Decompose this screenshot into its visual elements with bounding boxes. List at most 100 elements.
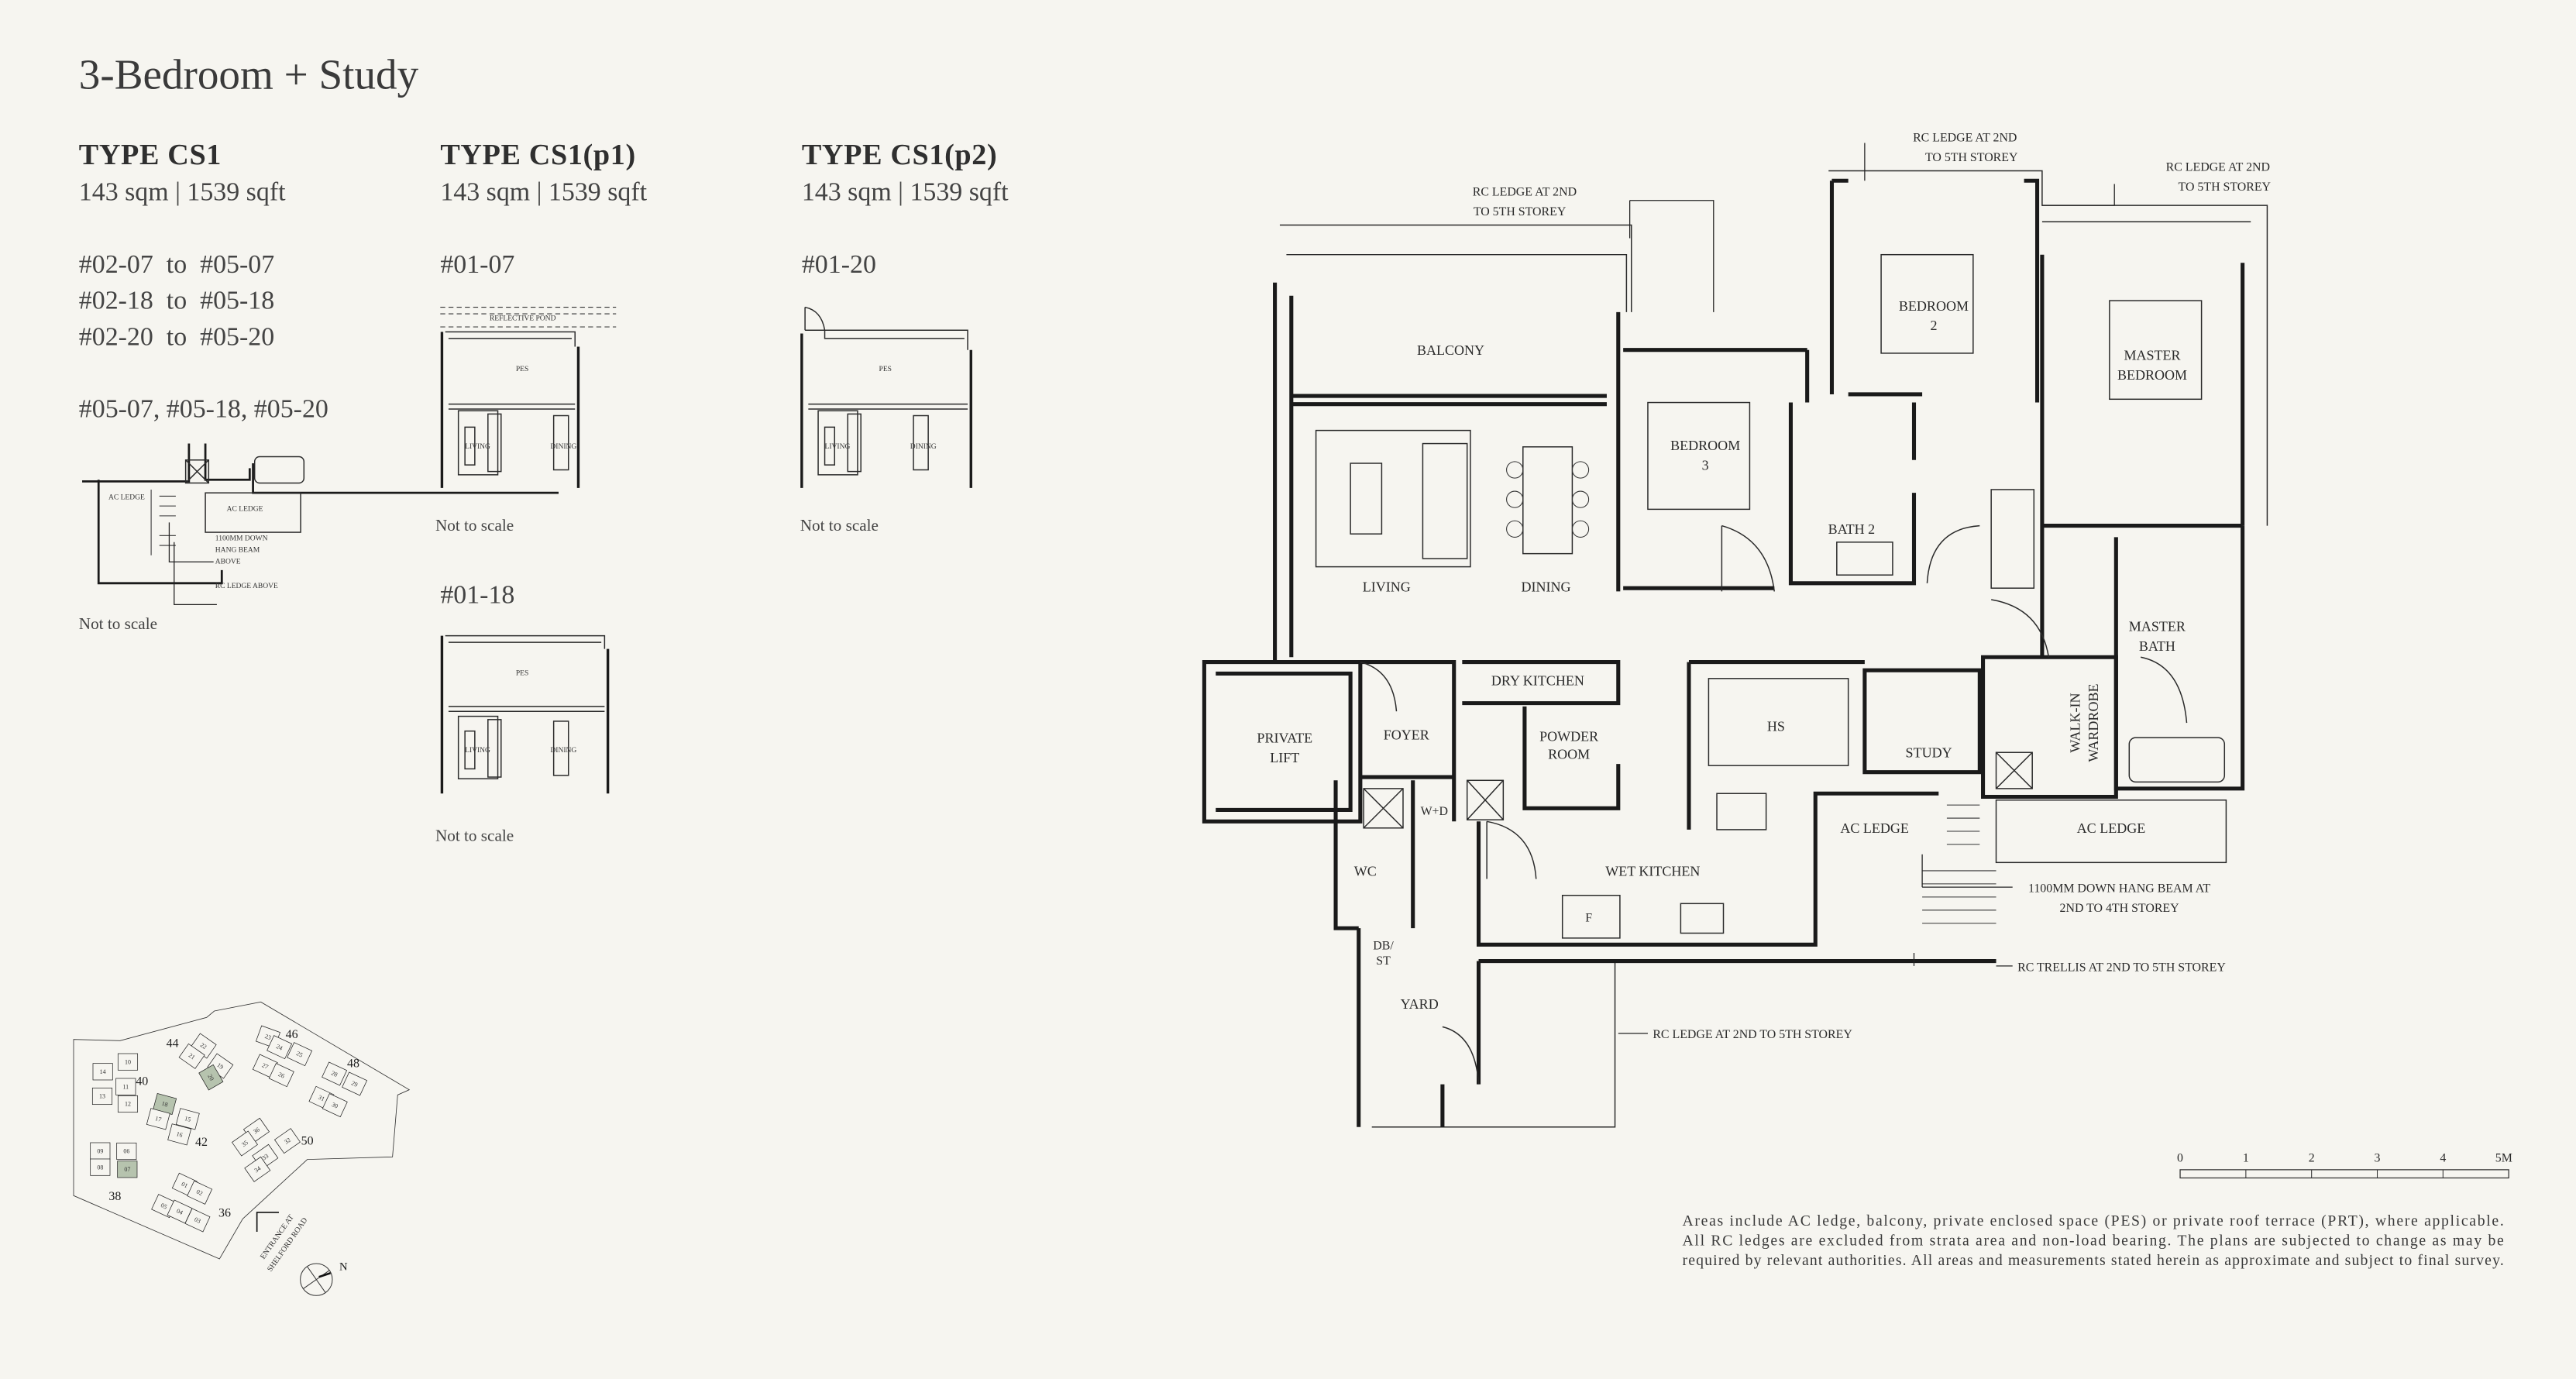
compass-icon	[300, 1263, 333, 1296]
unit-range: #02-07 to #05-07	[79, 250, 274, 279]
unit-number: 17	[154, 1115, 162, 1123]
label-beam: 1100MM DOWN	[215, 535, 268, 543]
label-living: LIVING	[825, 442, 851, 451]
north-label: N	[339, 1260, 348, 1273]
building-footprint	[322, 1093, 348, 1118]
building-footprint	[92, 1063, 113, 1081]
scale-tick: 5M	[2495, 1151, 2512, 1164]
disclaimer-line: All RC ledges are excluded from strata a…	[1682, 1232, 2504, 1249]
scale-tick: 1	[2243, 1151, 2249, 1164]
building-footprint	[342, 1071, 368, 1096]
site-unit-32: 32	[273, 1128, 301, 1154]
unit-number: 09	[97, 1147, 103, 1154]
building-footprint	[287, 1042, 313, 1067]
site-unit-12: 12	[117, 1095, 139, 1113]
label-washer-dryer: W+D	[1421, 805, 1448, 818]
label-db-st: DB/	[1373, 940, 1394, 953]
unit-number: 06	[123, 1148, 129, 1155]
unit-number: 34	[253, 1164, 263, 1174]
site-unit-15: 15	[175, 1108, 200, 1130]
unit-number: 15	[184, 1115, 191, 1123]
building-footprint	[198, 1064, 224, 1091]
label-rc-ledge-above: RC LEDGE ABOVE	[215, 582, 278, 590]
building-footprint	[167, 1123, 192, 1146]
unit-0118: #01-18	[440, 580, 514, 609]
label-rc-ledge-right: TO 5TH STOREY	[2179, 181, 2272, 194]
building-footprint	[178, 1043, 205, 1069]
room-balcony: BALCONY	[1417, 342, 1484, 358]
unit-number: 26	[277, 1071, 286, 1080]
roof-units: #05-07, #05-18, #05-20	[79, 395, 328, 424]
room-bedroom-3: BEDROOM	[1670, 438, 1740, 453]
unit-number: 07	[124, 1166, 130, 1173]
site-unit-06: 06	[116, 1142, 137, 1161]
site-unit-20: 20	[198, 1064, 224, 1091]
site-unit-09: 09	[90, 1142, 111, 1160]
room-walk-in-wardrobe: WALK-IN	[2068, 693, 2083, 753]
unit-number: 25	[295, 1050, 304, 1059]
site-unit-29: 29	[342, 1071, 368, 1096]
room-study: STUDY	[1906, 745, 1952, 761]
building-footprint	[273, 1128, 301, 1154]
unit-number: 19	[215, 1061, 225, 1071]
site-unit-08: 08	[90, 1158, 111, 1176]
site-unit-26: 26	[268, 1063, 294, 1088]
room-powder-room: POWDER	[1539, 728, 1598, 744]
room-bedroom-2: BEDROOM	[1899, 298, 1969, 314]
unit-number: 18	[161, 1100, 169, 1109]
label-beam: ABOVE	[215, 557, 241, 566]
type-cs1p2-area: 143 sqm | 1539 sqft	[802, 178, 1009, 207]
unit-0107: #01-07	[440, 250, 514, 279]
site-unit-03: 03	[184, 1208, 211, 1233]
building-footprint	[91, 1087, 113, 1106]
block-label: 44	[167, 1037, 179, 1051]
unit-0120: #01-20	[802, 250, 876, 279]
unit-range: #02-18 to #05-18	[79, 287, 274, 315]
label-rc-trellis: RC TRELLIS AT 2ND TO 5TH STOREY	[2017, 961, 2226, 974]
unit-range: #02-20 to #05-20	[79, 322, 274, 351]
label-rc-ledge-right: RC LEDGE AT 2ND	[2166, 161, 2270, 174]
building-footprint	[267, 1035, 293, 1060]
room-yard: YARD	[1401, 996, 1439, 1012]
unit-number: 27	[261, 1061, 270, 1071]
label-ac-ledge: AC LEDGE	[108, 493, 145, 502]
main-floor-plan: RC LEDGE AT 2ND TO 5TH STOREY RC LEDGE A…	[1202, 131, 2272, 1128]
building-footprint	[117, 1053, 139, 1071]
room-wc: WC	[1354, 863, 1377, 879]
label-rc-ledge-top: RC LEDGE AT 2ND	[1913, 131, 2017, 144]
label-reflective-pond: REFLECTIVE POND	[490, 315, 556, 323]
building-footprint	[175, 1108, 200, 1130]
label-hang-beam: 1100MM DOWN HANG BEAM AT	[2028, 882, 2210, 895]
label-ac-ledge: AC LEDGE	[227, 505, 263, 514]
unit-number: 29	[350, 1079, 359, 1088]
room-ac-ledge: AC LEDGE	[1840, 820, 1909, 836]
unit-number: 13	[99, 1093, 105, 1100]
label-pes: PES	[879, 365, 892, 373]
not-to-scale-note: Not to scale	[435, 516, 514, 535]
building-footprint	[187, 1180, 213, 1205]
building-footprint	[117, 1095, 139, 1113]
site-unit-16: 16	[167, 1123, 192, 1146]
unit-number: 05	[160, 1202, 168, 1211]
site-unit-34: 34	[244, 1156, 271, 1182]
block-label: 48	[347, 1057, 359, 1070]
site-unit-13: 13	[91, 1087, 113, 1106]
room-dining: DINING	[1521, 579, 1570, 594]
block-label: 38	[108, 1190, 121, 1203]
label-dining: DINING	[910, 442, 937, 451]
room-walk-in-wardrobe: WARDROBE	[2086, 684, 2101, 762]
label-rc-ledge-bottom: RC LEDGE AT 2ND TO 5TH STOREY	[1653, 1028, 1852, 1041]
room-living: LIVING	[1363, 579, 1411, 594]
scale-tick: 2	[2309, 1151, 2315, 1164]
unit-number: 33	[261, 1152, 270, 1161]
type-cs1p1-title: TYPE CS1(p1)	[440, 139, 636, 171]
room-master-bedroom: BEDROOM	[2117, 367, 2187, 383]
unit-number: 22	[199, 1041, 208, 1051]
type-cs1-area: 143 sqm | 1539 sqft	[79, 178, 286, 207]
label-dining: DINING	[550, 442, 576, 451]
site-unit-10: 10	[117, 1053, 139, 1071]
unit-number: 12	[125, 1101, 131, 1108]
block-label: 40	[136, 1075, 148, 1088]
type-cs1p1-area: 143 sqm | 1539 sqft	[440, 178, 647, 207]
